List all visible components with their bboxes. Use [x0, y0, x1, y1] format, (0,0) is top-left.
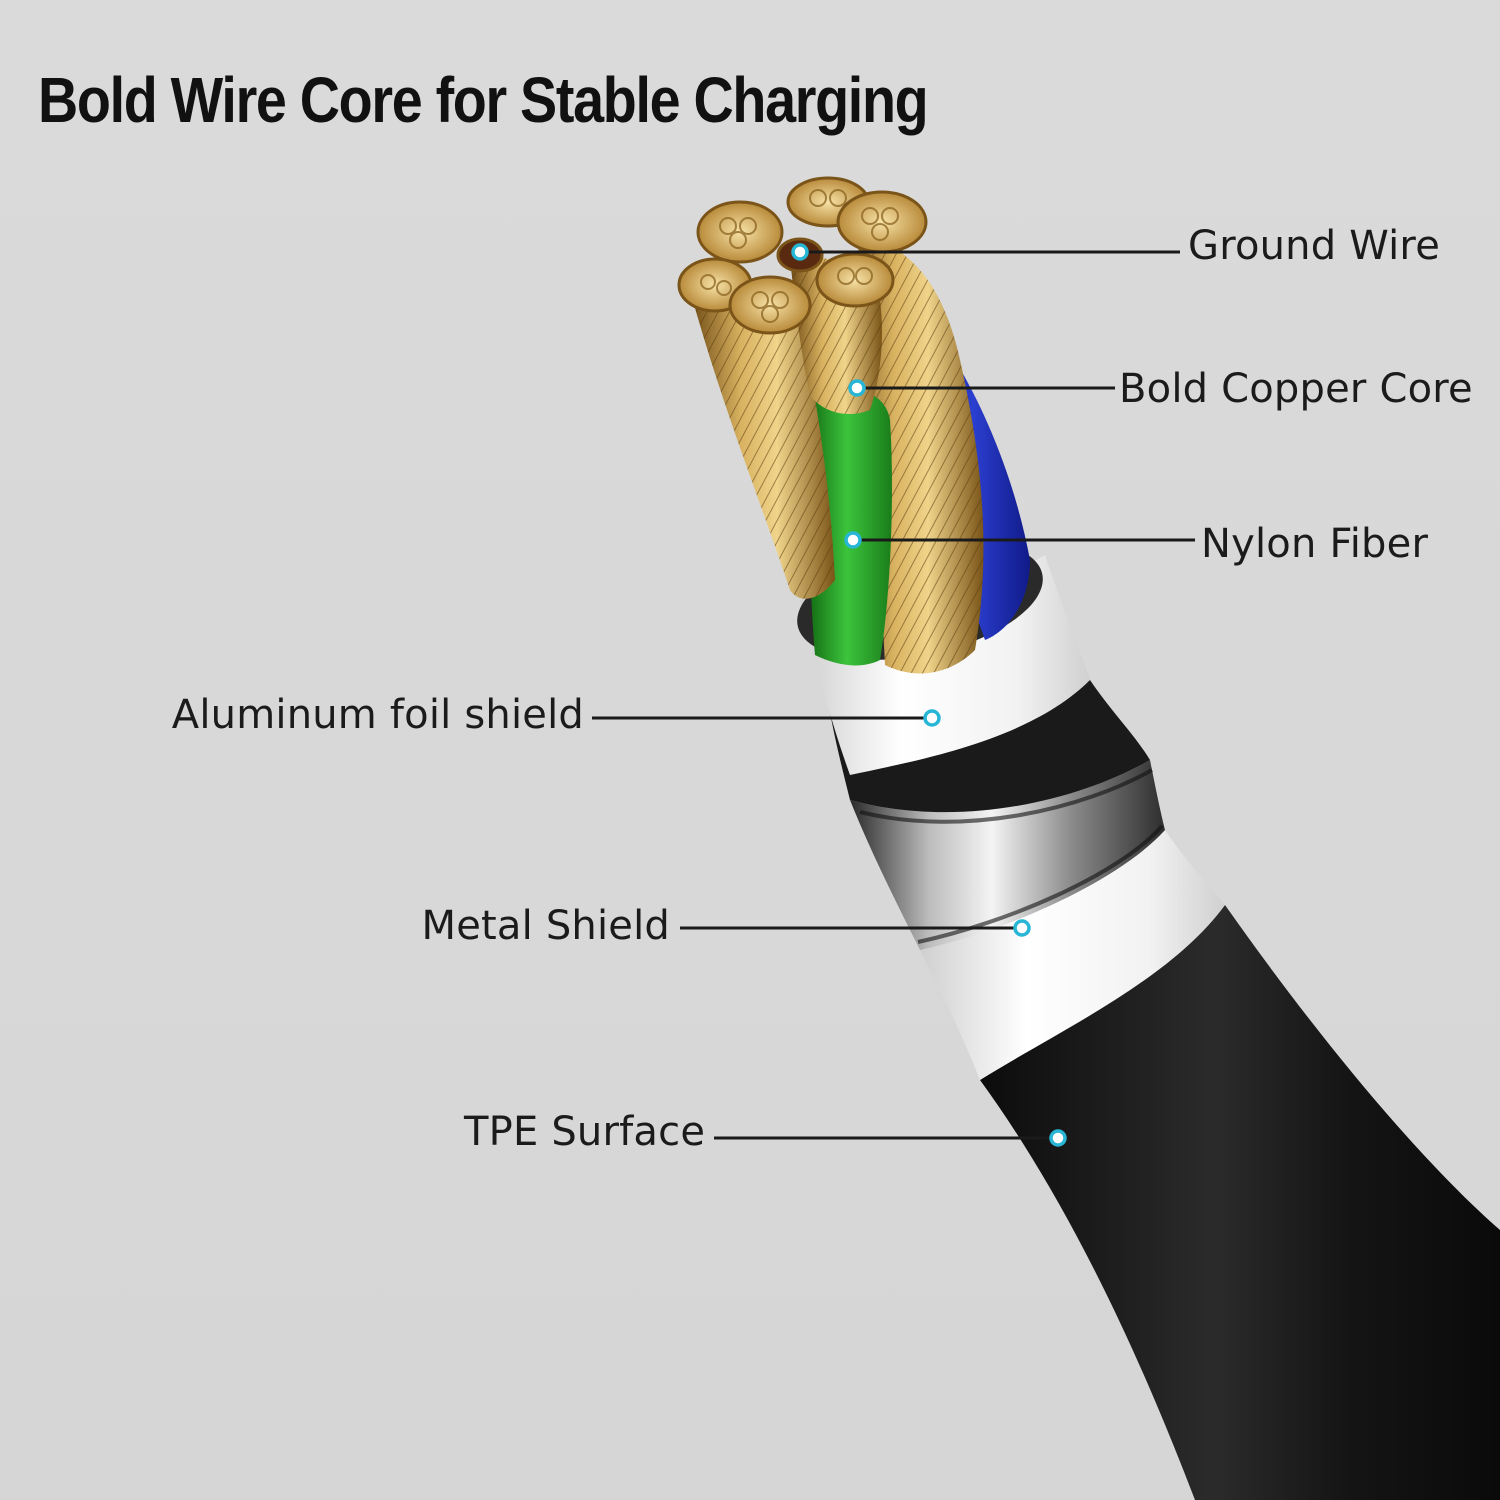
label-nylon-fiber: Nylon Fiber — [1201, 521, 1429, 567]
callout-dot-aluminum-foil — [923, 709, 941, 727]
inner-white-sheath — [920, 830, 1225, 1080]
label-bold-copper-core: Bold Copper Core — [1119, 366, 1473, 412]
label-metal-shield: Metal Shield — [421, 903, 670, 949]
green-wire — [809, 389, 892, 666]
callout-dot-ground-wire — [791, 243, 809, 261]
label-aluminum-foil-shield: Aluminum foil shield — [171, 692, 584, 738]
tpe-jacket — [980, 905, 1500, 1500]
callout-dots — [791, 243, 1067, 1147]
label-tpe-surface: TPE Surface — [464, 1109, 706, 1155]
callout-lines — [592, 250, 1195, 1140]
page-title: Bold Wire Core for Stable Charging — [38, 64, 929, 136]
strand-end-caps — [677, 176, 928, 335]
callout-dot-tpe-surface — [1049, 1129, 1067, 1147]
metal-shield-band — [850, 760, 1165, 950]
callout-dot-metal-shield — [1013, 919, 1031, 937]
callout-dot-bold-copper-core — [848, 379, 866, 397]
callout-dot-nylon-fiber — [844, 531, 862, 549]
label-ground-wire: Ground Wire — [1188, 223, 1441, 269]
